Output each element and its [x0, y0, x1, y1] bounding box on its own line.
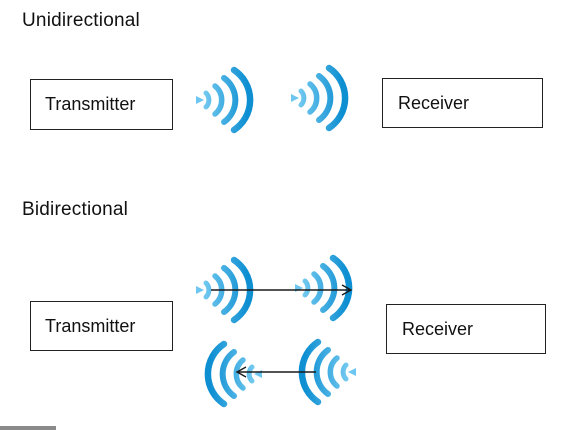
receiver-label: Receiver [402, 318, 474, 339]
wireless-signal-left-icon [208, 344, 262, 404]
transmitter-label: Transmitter [45, 315, 136, 336]
unidirectional-heading: Unidirectional [22, 10, 140, 31]
transmitter-label: Transmitter [45, 94, 136, 114]
bidirectional-receiver-box: Receiver [386, 304, 546, 354]
arrow-left-icon [235, 366, 316, 378]
wireless-signal-right-icon [196, 70, 250, 130]
bidirectional-heading: Bidirectional [22, 199, 129, 220]
unidirectional-transmitter-box: Transmitter [30, 79, 173, 130]
receiver-label: Receiver [398, 92, 470, 113]
wireless-signal-right-icon [295, 258, 349, 318]
wireless-signal-right-icon [291, 68, 345, 128]
bottom-edge-tab [0, 426, 56, 430]
arrow-right-icon [211, 284, 353, 296]
bidirectional-transmitter-box: Transmitter [30, 301, 173, 351]
unidirectional-receiver-box: Receiver [382, 78, 543, 128]
